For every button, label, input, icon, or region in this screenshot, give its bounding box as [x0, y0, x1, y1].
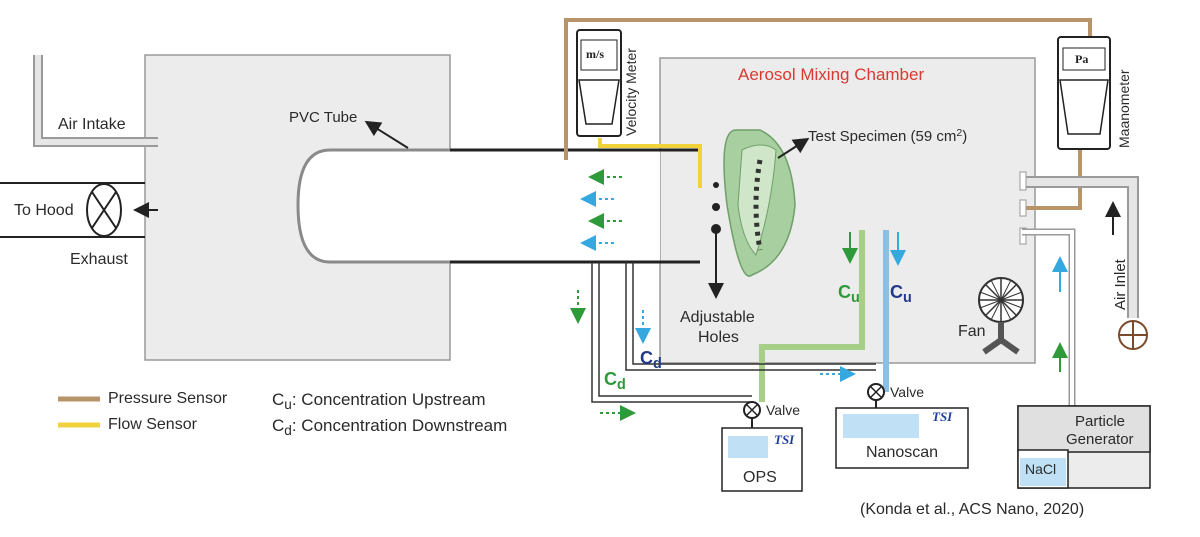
cu-green-sub: u — [851, 290, 860, 306]
fan-label: Fan — [958, 323, 986, 340]
flow-sensor-line — [598, 138, 702, 188]
pvc-tube-pointer — [364, 120, 409, 149]
nanoscan-label: Nanoscan — [866, 444, 939, 461]
adjustable-holes-label-2: Holes — [698, 329, 739, 346]
legend-cd-text: : Concentration Downstream — [291, 416, 508, 435]
downstream-line-inner — [625, 262, 876, 371]
nanoscan-valve-icon — [867, 383, 885, 408]
ops-valve-label: Valve — [766, 402, 800, 418]
cu-blue-label: Cu — [890, 282, 912, 305]
particle-generator-label-2: Generator — [1066, 431, 1134, 448]
legend-pressure-label: Pressure Sensor — [108, 390, 228, 407]
adjustable-hole — [712, 203, 720, 211]
to-hood-label: To Hood — [14, 202, 74, 219]
cu-green-label: Cu — [838, 282, 860, 305]
cd-green-sub: d — [617, 377, 626, 393]
pressure-sensor-line — [564, 18, 1092, 160]
downstream-line-outer — [591, 262, 752, 403]
nanoscan-valve-label: Valve — [890, 384, 924, 400]
citation: (Konda et al., ACS Nano, 2020) — [860, 501, 1085, 518]
air-inlet-valve-icon — [1118, 320, 1148, 350]
cu-green-c: C — [838, 282, 851, 302]
cd-blue-sub: d — [653, 356, 662, 372]
manometer-label: Maanometer — [1116, 69, 1132, 148]
particle-generator-label-1: Particle — [1075, 413, 1126, 430]
nacl-label: NaCl — [1025, 461, 1057, 477]
chamber-port — [1019, 227, 1027, 245]
legend-cu-c: C — [272, 390, 285, 409]
cd-blue-label: Cd — [640, 348, 662, 371]
legend-cd-sub: d — [284, 423, 292, 438]
test-specimen-label: Test Specimen (59 cm2) — [808, 127, 968, 145]
cu-blue-sub: u — [903, 290, 912, 306]
test-specimen-text: Test Specimen (59 cm — [808, 128, 957, 145]
legend-cu-sub: u — [284, 397, 292, 412]
velocity-meter-label: Velocity Meter — [623, 48, 639, 136]
pvc-tube — [298, 150, 660, 262]
chamber-port — [1019, 171, 1027, 191]
velocity-unit-label: m/s — [586, 47, 604, 61]
aerosol-mixing-chamber — [659, 57, 1036, 364]
air-inlet-label: Air Inlet — [1112, 259, 1129, 310]
adjustable-hole — [713, 182, 719, 188]
adjustable-hole — [711, 224, 721, 234]
ops-label: OPS — [743, 469, 777, 486]
air-intake-label: Air Intake — [58, 116, 126, 133]
test-specimen-pointer — [777, 137, 810, 159]
test-specimen-end: ) — [962, 128, 968, 145]
manometer-unit-label: Pa — [1075, 52, 1089, 66]
exhaust-label: Exhaust — [70, 251, 128, 268]
pvc-tube-label: PVC Tube — [289, 109, 358, 126]
test-specimen-sup: 2 — [956, 127, 963, 139]
cd-green-label: Cd — [604, 369, 626, 392]
legend-cd-c: C — [272, 416, 285, 435]
legend-cu-text: : Concentration Upstream — [291, 390, 486, 409]
cu-blue-c: C — [890, 282, 903, 302]
legend-cd: Cd: Concentration Downstream — [272, 416, 508, 437]
cd-blue-c: C — [640, 348, 653, 368]
chamber-title: Aerosol Mixing Chamber — [738, 65, 925, 84]
ops-tsi-logo: TSI — [774, 432, 795, 447]
ops-valve-icon — [743, 401, 761, 428]
adjustable-holes-label-1: Adjustable — [680, 309, 755, 326]
legend-cu: Cu: Concentration Upstream — [272, 390, 486, 411]
nanoscan-tsi-logo: TSI — [932, 409, 953, 424]
cd-green-c: C — [604, 369, 617, 389]
fan-icon — [978, 277, 1024, 355]
chamber-port — [1019, 199, 1027, 217]
legend-flow-label: Flow Sensor — [108, 416, 197, 433]
upstream-line-green — [759, 230, 865, 402]
